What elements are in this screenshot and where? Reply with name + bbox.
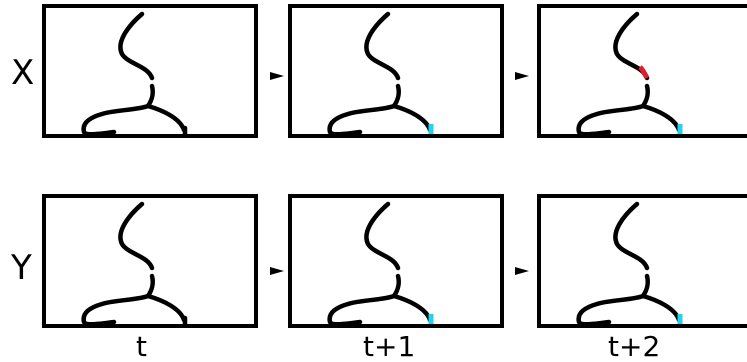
arrow-y-1 bbox=[270, 267, 284, 275]
panel-y-t bbox=[42, 194, 258, 328]
arrow-y-2 bbox=[515, 267, 529, 275]
time-label-t1: t+1 bbox=[363, 330, 415, 362]
time-label-t2: t+2 bbox=[608, 330, 660, 362]
row-label-x: X bbox=[11, 53, 34, 93]
arrow-x-2 bbox=[515, 72, 529, 80]
panel-x-t bbox=[42, 4, 258, 138]
panel-x-t1 bbox=[288, 4, 504, 138]
row-label-y: Y bbox=[10, 248, 32, 288]
red-highlight bbox=[638, 65, 650, 80]
arrow-heads bbox=[270, 72, 529, 275]
panel-y-t1 bbox=[288, 194, 504, 328]
time-label-t: t bbox=[136, 330, 147, 362]
arrow-x-1 bbox=[270, 72, 284, 80]
panel-y-t2 bbox=[537, 194, 747, 328]
panel-x-t2 bbox=[537, 4, 747, 138]
